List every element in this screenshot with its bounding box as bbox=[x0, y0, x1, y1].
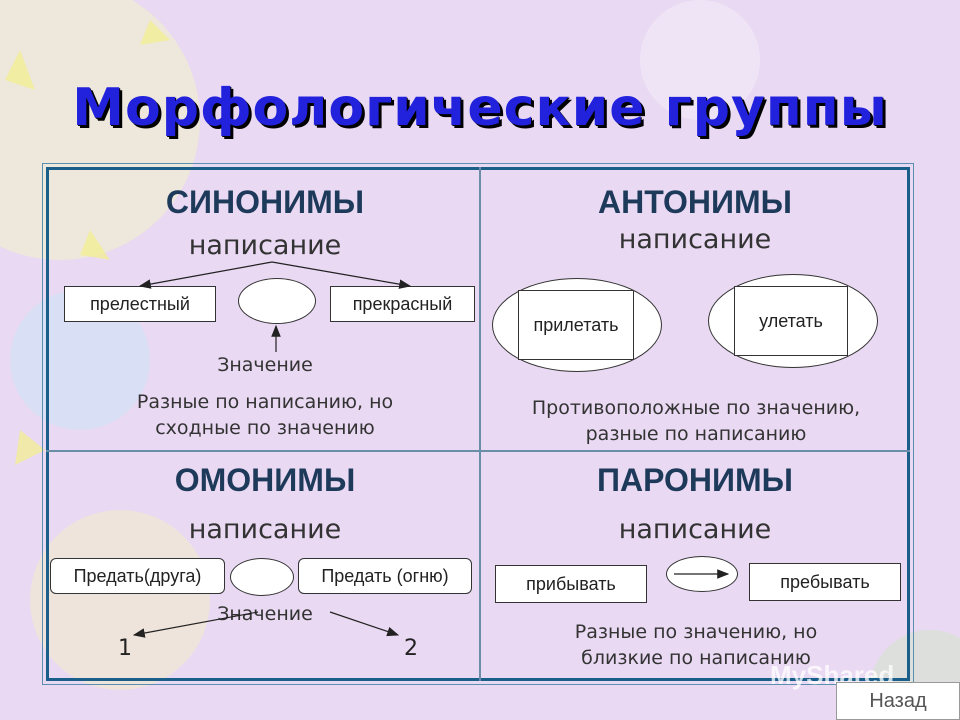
paronyms-description-line-1: Разные по значению, но bbox=[574, 621, 818, 643]
homonyms-meaning-1: 1 bbox=[118, 636, 132, 661]
antonyms-description-line-1: Противоположные по значению, bbox=[531, 397, 861, 419]
paronyms-writing-label: написание bbox=[618, 514, 772, 545]
homonyms-meaning-2: 2 bbox=[404, 636, 418, 661]
synonyms-meaning-label: Значение bbox=[217, 354, 313, 376]
page-title: Морфологические группы bbox=[72, 78, 888, 138]
homonyms-center-ellipse bbox=[230, 558, 294, 596]
antonyms-writing-label: написание bbox=[618, 224, 772, 255]
homonyms-word-2: Предать (огню) bbox=[298, 558, 472, 594]
paronyms-word-2: пребывать bbox=[749, 563, 901, 601]
antonyms-word-2: улетать bbox=[734, 286, 848, 356]
antonyms-heading: АНТОНИМЫ bbox=[598, 184, 792, 220]
synonyms-center-ellipse bbox=[238, 278, 316, 324]
paronyms-heading: ПАРОНИМЫ bbox=[596, 462, 793, 498]
antonyms-description-line-2: разные по написанию bbox=[585, 423, 807, 445]
synonyms-description-line-2: сходные по значению bbox=[155, 417, 375, 439]
paronyms-center-ellipse bbox=[666, 556, 738, 592]
synonyms-word-2: прекрасный bbox=[330, 286, 475, 322]
synonyms-heading: СИНОНИМЫ bbox=[165, 184, 365, 220]
synonyms-description-line-1: Разные по написанию, но bbox=[136, 391, 394, 413]
antonyms-word-1: прилетать bbox=[518, 290, 634, 360]
synonyms-word-1: прелестный bbox=[64, 286, 216, 322]
paronyms-description-line-2: близкие по написанию bbox=[581, 647, 811, 669]
homonyms-word-1: Предать(друга) bbox=[50, 558, 225, 594]
homonyms-meaning-label: Значение bbox=[217, 603, 313, 625]
back-button[interactable]: Назад bbox=[836, 682, 960, 720]
paronyms-word-1: прибывать bbox=[495, 565, 647, 603]
homonyms-writing-label: написание bbox=[188, 514, 342, 545]
table-vertical-divider bbox=[479, 167, 481, 681]
homonyms-heading: ОМОНИМЫ bbox=[174, 462, 356, 498]
table-horizontal-divider bbox=[46, 450, 910, 452]
synonyms-writing-label: написание bbox=[188, 230, 342, 261]
